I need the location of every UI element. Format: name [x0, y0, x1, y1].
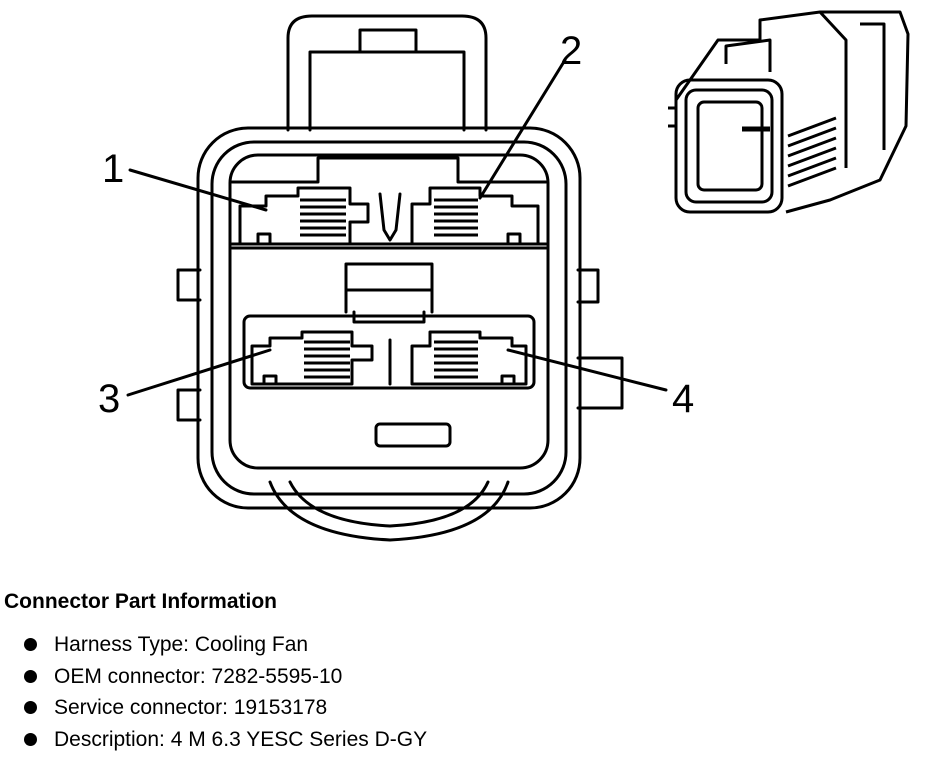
- pin-label-4: 4: [672, 377, 694, 421]
- bullet-icon: [24, 732, 37, 746]
- connector-isometric-view: [668, 10, 910, 214]
- terminal-3: [304, 340, 350, 379]
- terminal-2: [434, 198, 478, 237]
- connector-diagram: 1 2 3 4: [98, 10, 910, 542]
- bullet-icon: [24, 669, 37, 683]
- info-item-text: OEM connector: 7282-5595-10: [54, 664, 343, 688]
- leader-line-3: [126, 348, 272, 397]
- left-ear: [176, 268, 202, 302]
- cavity-4: [410, 330, 528, 386]
- leader-line-1: [128, 168, 268, 212]
- connector-housing-outer: [196, 126, 582, 510]
- terminal-4: [434, 340, 478, 379]
- info-item-description: Description: 4 M 6.3 YESC Series D-GY: [4, 729, 904, 750]
- terminal-1: [300, 198, 346, 237]
- center-latch: [344, 262, 434, 314]
- info-item-text: Harness Type: Cooling Fan: [54, 633, 309, 656]
- right-ear: [576, 268, 600, 304]
- leader-line-2: [478, 58, 567, 200]
- cavity-2: [410, 186, 540, 246]
- info-item-service-connector: Service connector: 19153178: [4, 697, 904, 718]
- cavity-1: [238, 186, 370, 246]
- key-slot: [374, 422, 452, 448]
- info-list: Harness Type: Cooling Fan OEM connector:…: [4, 634, 904, 750]
- connector-face: [228, 153, 550, 470]
- leader-line-4: [506, 348, 668, 392]
- pin-label-3: 3: [98, 377, 120, 421]
- lock-tab: [286, 14, 488, 132]
- lower-cavity-frame: [242, 314, 536, 390]
- bullet-icon: [24, 638, 37, 651]
- pin-label-2: 2: [560, 29, 582, 73]
- cavity-3: [250, 330, 374, 386]
- connector-part-information: Connector Part Information Harness Type:…: [4, 590, 904, 760]
- info-title: Connector Part Information: [4, 590, 278, 613]
- info-item-text: Description: 4 M 6.3 YESC Series D-GY: [54, 727, 428, 751]
- pin-label-1: 1: [102, 147, 124, 191]
- info-item-text: Service connector: 19153178: [54, 696, 328, 719]
- connector-base: [268, 480, 510, 542]
- info-item-oem-connector: OEM connector: 7282-5595-10: [4, 666, 904, 687]
- info-item-harness-type: Harness Type: Cooling Fan: [4, 634, 904, 655]
- bullet-icon: [24, 701, 37, 714]
